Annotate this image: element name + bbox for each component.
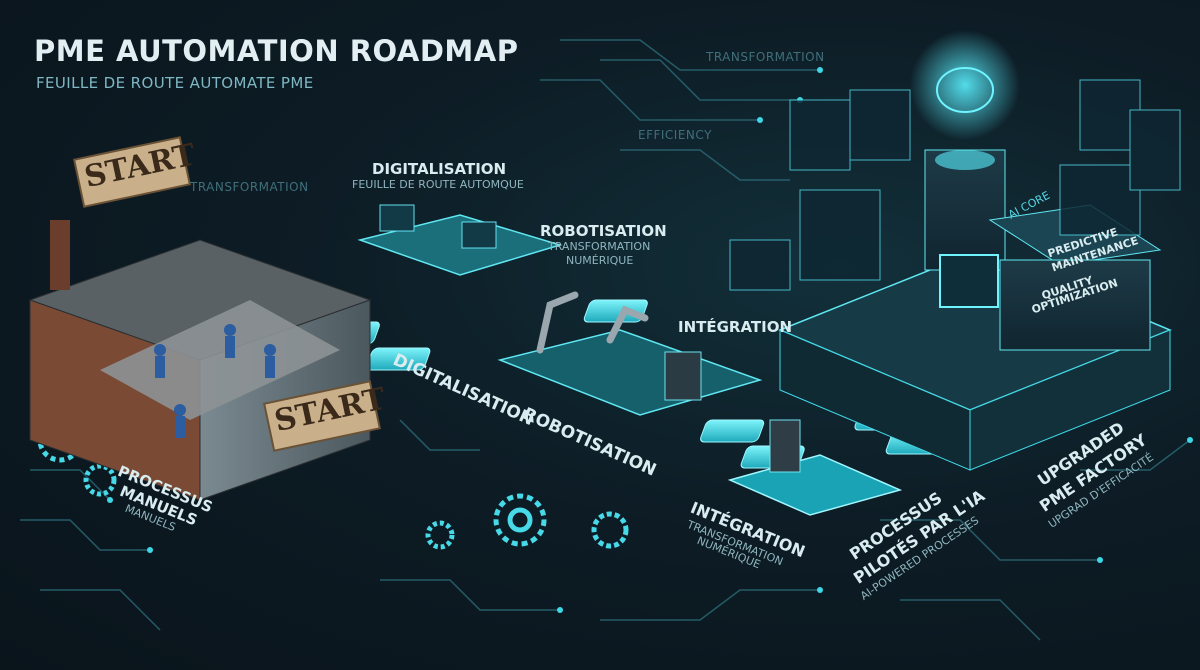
robotisation-sub-2: NUMÉRIQUE: [566, 254, 634, 267]
robotisation-platform: [497, 291, 763, 416]
page-subtitle: FEUILLE DE ROUTE AUTOMATE PME: [36, 74, 314, 92]
faint-label-transformation-top: TRANSFORMATION: [706, 50, 825, 64]
digitalisation-heading: DIGITALISATION: [372, 160, 507, 178]
faint-label-transformation: TRANSFORMATION: [190, 180, 309, 194]
robotisation-sub-1: TRANSFORMATION: [548, 240, 651, 253]
digitalisation-platform: [357, 204, 563, 276]
integration-kiosk: [727, 419, 903, 516]
circuit-traces: [20, 39, 1191, 641]
robotisation-heading: ROBOTISATION: [540, 222, 667, 240]
faint-label-efficiency: EFFICIENCY: [638, 128, 712, 142]
digitalisation-subtitle: FEUILLE DE ROUTE AUTOMQUE: [352, 178, 524, 191]
ai-factory: [729, 30, 1181, 471]
circuit-nodes: [107, 67, 1193, 613]
integration-heading: INTÉGRATION: [678, 318, 793, 336]
page-title: PME AUTOMATION ROADMAP: [34, 34, 519, 68]
manual-workshop: [28, 136, 381, 501]
